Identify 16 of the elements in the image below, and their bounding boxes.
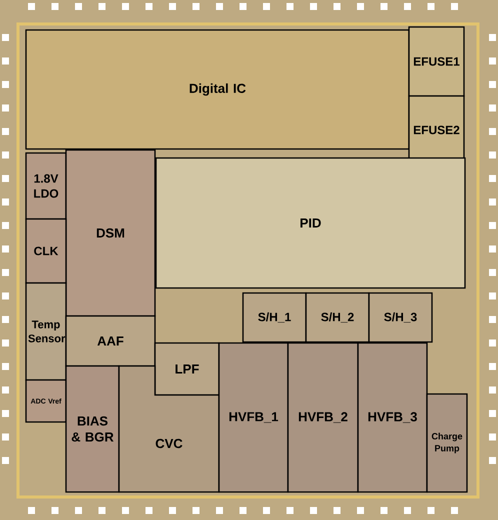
circuit-block: Temp Sensor	[25, 282, 67, 381]
circuit-block: AAF	[65, 315, 156, 367]
circuit-block: S/H_2	[305, 292, 370, 343]
circuit-block: Digital IC	[25, 29, 410, 150]
circuit-block: Charge Pump	[426, 393, 468, 493]
circuit-block: HVFB_2	[287, 342, 359, 493]
circuit-block: HVFB_1	[218, 342, 289, 493]
circuit-block: EFUSE2	[408, 95, 465, 165]
circuit-block: S/H_3	[368, 292, 433, 343]
circuit-block: BIAS & BGR	[65, 365, 120, 493]
circuit-block: CLK	[25, 218, 67, 284]
circuit-block: S/H_1	[242, 292, 307, 343]
circuit-block: LPF	[154, 342, 220, 396]
circuit-block: PID	[155, 157, 466, 289]
circuit-block: EFUSE1	[408, 26, 465, 97]
circuit-block: 1.8V LDO	[25, 152, 67, 220]
